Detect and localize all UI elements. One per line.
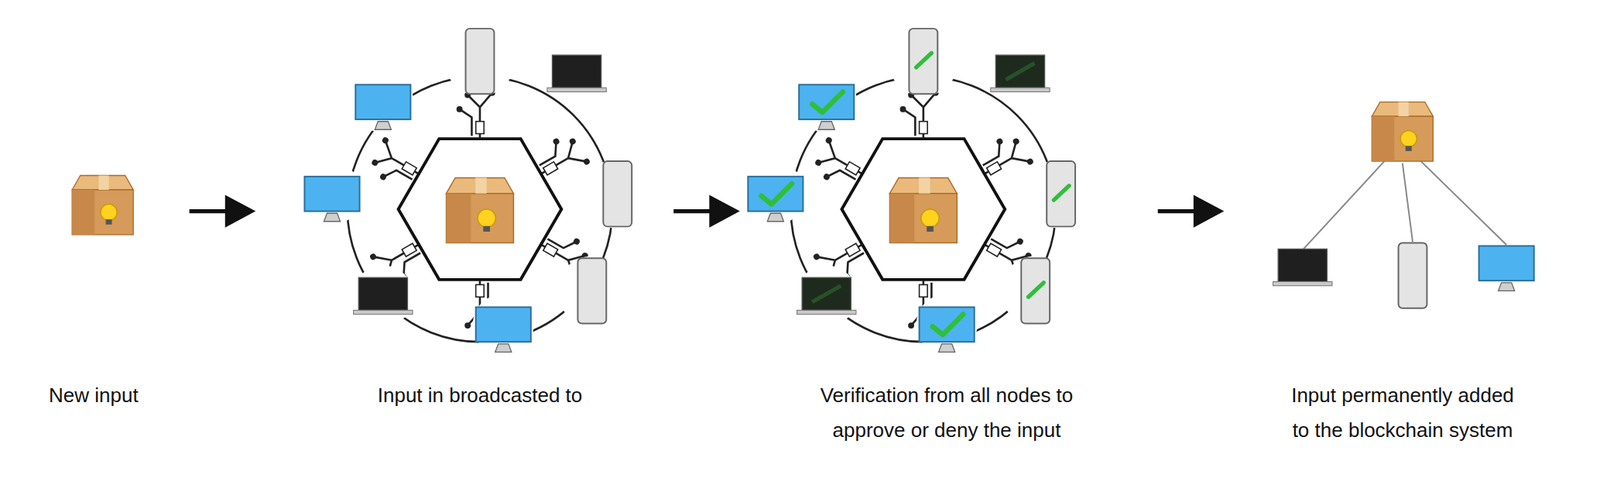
stage-caption: New input xyxy=(48,377,204,413)
stage-caption: Verification from all nodes to approve o… xyxy=(818,377,1075,448)
stage-caption: Input permanently added to the blockchai… xyxy=(1281,377,1524,448)
stage-caption: Input in broadcasted to xyxy=(317,377,643,413)
